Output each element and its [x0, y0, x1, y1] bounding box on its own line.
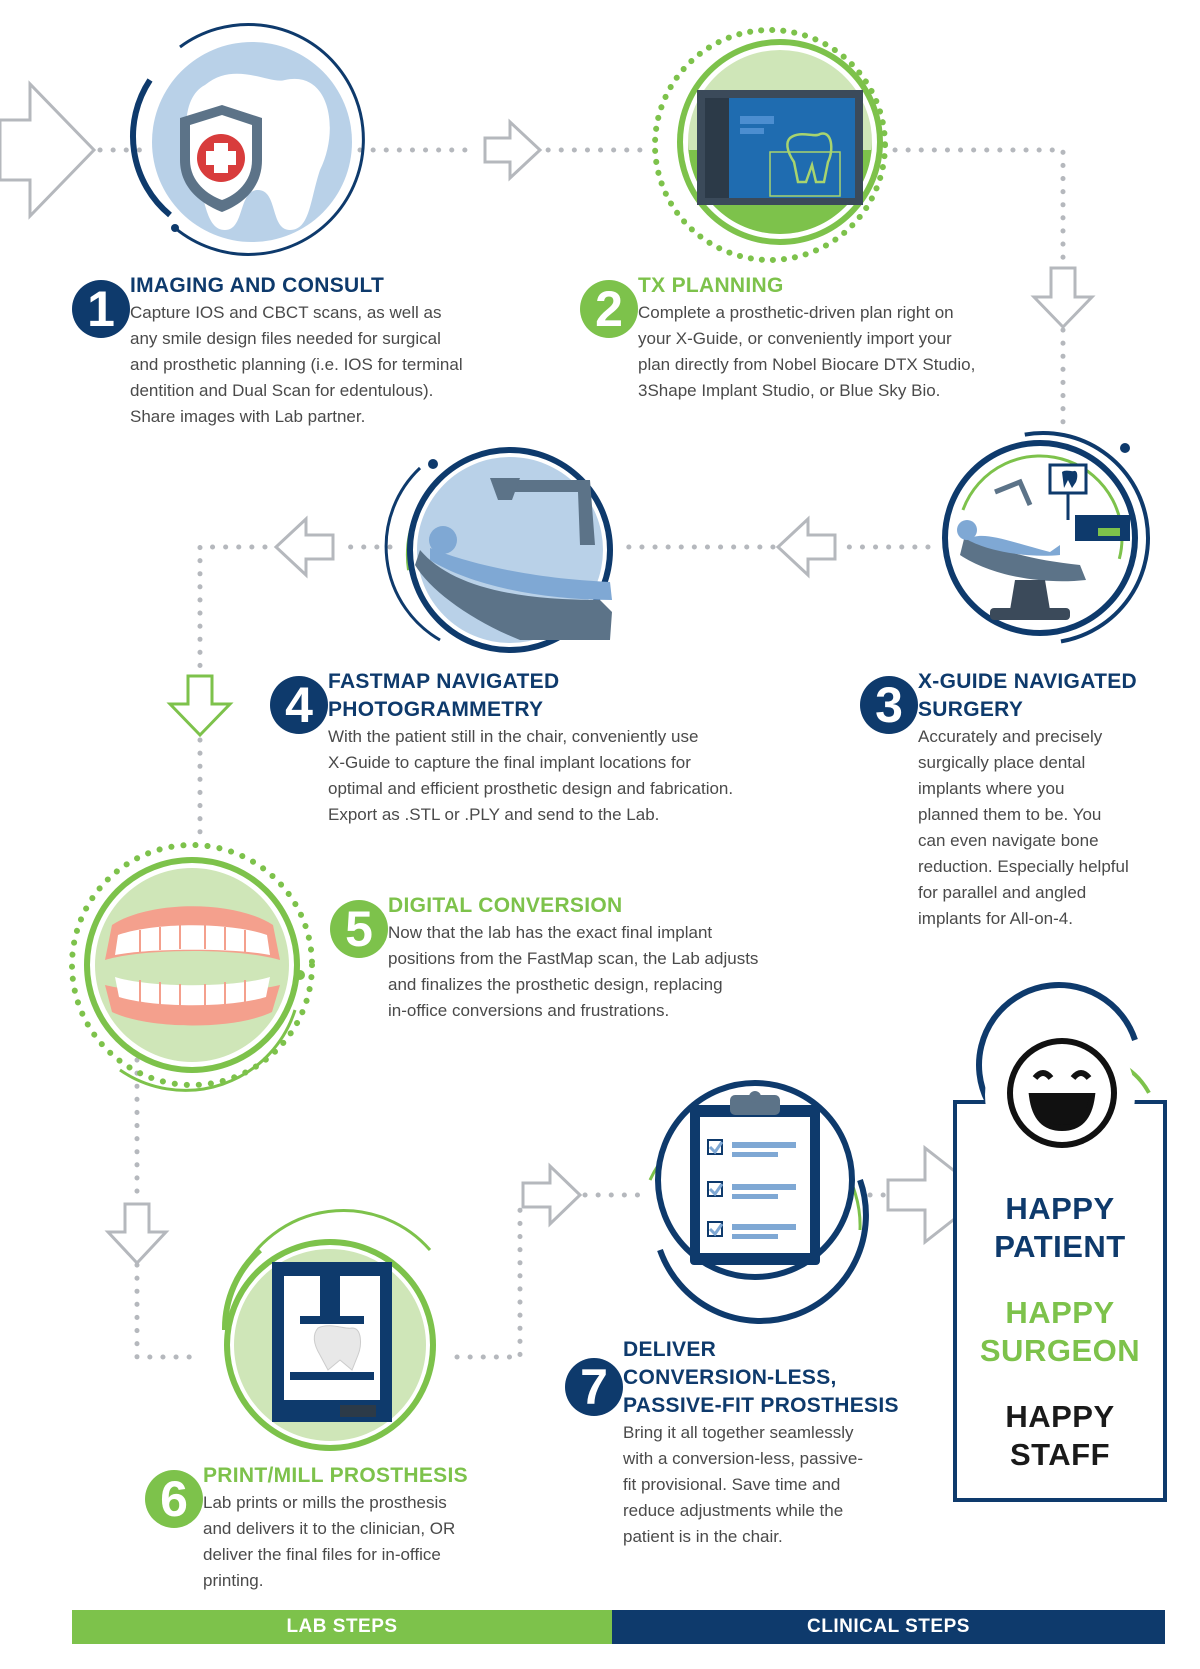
connector-5-6 [134, 1057, 903, 1360]
down-arrow-icon [1030, 266, 1096, 330]
legend-clinical-steps: CLINICAL STEPS [612, 1610, 1165, 1644]
step-5-number: 5 [330, 900, 388, 958]
start-arrow-icon [0, 80, 97, 220]
right-arrow-icon [483, 118, 543, 182]
step-4-number: 4 [270, 676, 328, 734]
legend-lab-steps: LAB STEPS [72, 1610, 612, 1644]
outcome-box [953, 982, 1167, 1502]
step-4-icon [384, 447, 613, 653]
connector-4-5 [197, 544, 393, 843]
dotted-connectors [97, 147, 1066, 1360]
smiley-face-icon [1007, 1038, 1117, 1148]
step-6-number: 6 [145, 1470, 203, 1528]
step-6-icon [221, 1209, 436, 1451]
step-1-number: 1 [72, 280, 130, 338]
step-1-icon [130, 22, 365, 256]
flow-arrows [0, 80, 1096, 1266]
step-3-number: 3 [860, 676, 918, 734]
left-arrow-icon [273, 515, 335, 579]
step-description: Complete a prosthetic-driven plan right … [638, 303, 976, 400]
down-arrow-icon [104, 1202, 170, 1266]
step-7-icon [648, 1080, 869, 1324]
step-title: TX PLANNING [638, 274, 784, 297]
step-5-icon [69, 842, 315, 1092]
step-description: Now that the lab has the exact final imp… [388, 923, 759, 1020]
left-arrow-icon [775, 515, 837, 579]
connector-2-3 [892, 147, 1066, 431]
dental-chair-icon [415, 550, 612, 640]
step-2-number: 2 [580, 280, 638, 338]
green-down-arrow-icon [166, 674, 234, 738]
step-3-icon [936, 431, 1150, 645]
step-7-number: 7 [565, 1358, 623, 1416]
step-title: DIGITAL CONVERSION [388, 894, 623, 917]
step-title: PRINT/MILL PROSTHESIS [203, 1464, 468, 1487]
step-title: IMAGING AND CONSULT [130, 274, 385, 297]
right-arrow-icon [521, 1162, 583, 1228]
step-2-icon [652, 27, 888, 263]
step-description: With the patient still in the chair, con… [328, 727, 734, 824]
